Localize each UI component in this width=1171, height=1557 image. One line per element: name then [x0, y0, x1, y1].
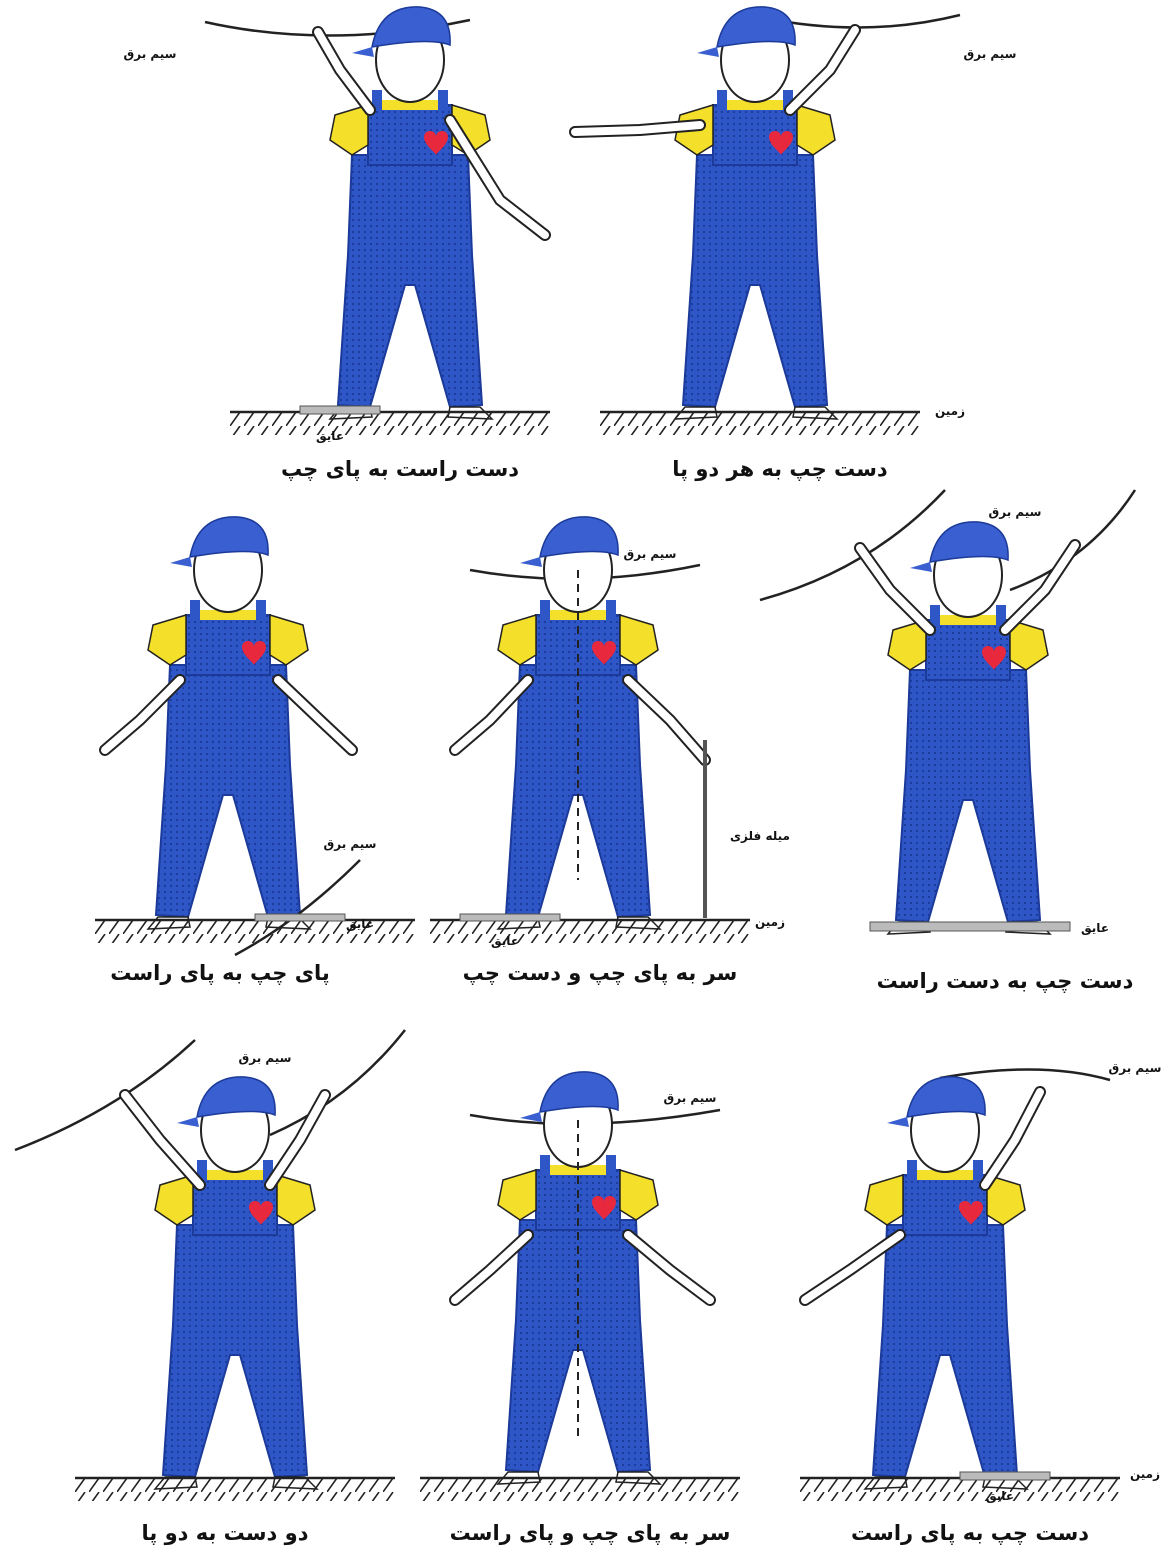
ground-label: زمین — [1130, 1467, 1160, 1481]
wire-label: سیم برق — [989, 505, 1042, 519]
panel-1: سیم برق عایق دست راست به پای چپ — [124, 7, 551, 481]
panel-5: سیم برق عایق دست چپ به دست راست — [760, 490, 1135, 993]
insulator-label: عایق — [986, 1489, 1014, 1503]
panel-8: سیم برق عایق زمین دست چپ به پای راست — [800, 1061, 1162, 1545]
panel-2: سیم برق زمین دست چپ به هر دو پا — [575, 7, 1017, 481]
wire-label: سیم برق — [124, 47, 177, 61]
ground-label: زمین — [755, 915, 785, 929]
insulator-label: عایق — [1081, 921, 1109, 935]
wire-label: سیم برق — [664, 1091, 717, 1105]
caption-8: دست چپ به پای راست — [851, 1521, 1089, 1545]
panel-3: سیم برق عایق پای چپ به پای راست — [95, 517, 415, 985]
insulator-label: عایق — [346, 917, 374, 931]
wire-label: سیم برق — [964, 47, 1017, 61]
caption-3: پای چپ به پای راست — [110, 961, 329, 985]
caption-5: دست چپ به دست راست — [877, 969, 1134, 993]
caption-7: سر به پای چپ و پای راست — [450, 1521, 731, 1545]
insulator-label: عایق — [491, 934, 519, 948]
panel-6: سیم برق دو دست به دو پا — [15, 1030, 405, 1545]
wire-label: سیم برق — [324, 837, 377, 851]
ground-label: زمین — [935, 404, 965, 418]
caption-6: دو دست به دو پا — [142, 1521, 309, 1545]
caption-1: دست راست به پای چپ — [281, 457, 519, 481]
caption-2: دست چپ به هر دو پا — [672, 457, 888, 481]
metal-rod-label: میله فلزی — [730, 829, 790, 843]
wire-label: سیم برق — [1109, 1061, 1162, 1075]
panel-7: سیم برق سر به پای چپ و پای راست — [420, 1072, 740, 1545]
wire-label: سیم برق — [239, 1051, 292, 1065]
insulator-label: عایق — [316, 429, 344, 443]
caption-4: سر به پای چپ و دست چپ — [463, 961, 738, 985]
panel-4: سیم برق میله فلزی عایق زمین سر به پای چپ… — [430, 517, 790, 985]
wire-label: سیم برق — [624, 547, 677, 561]
